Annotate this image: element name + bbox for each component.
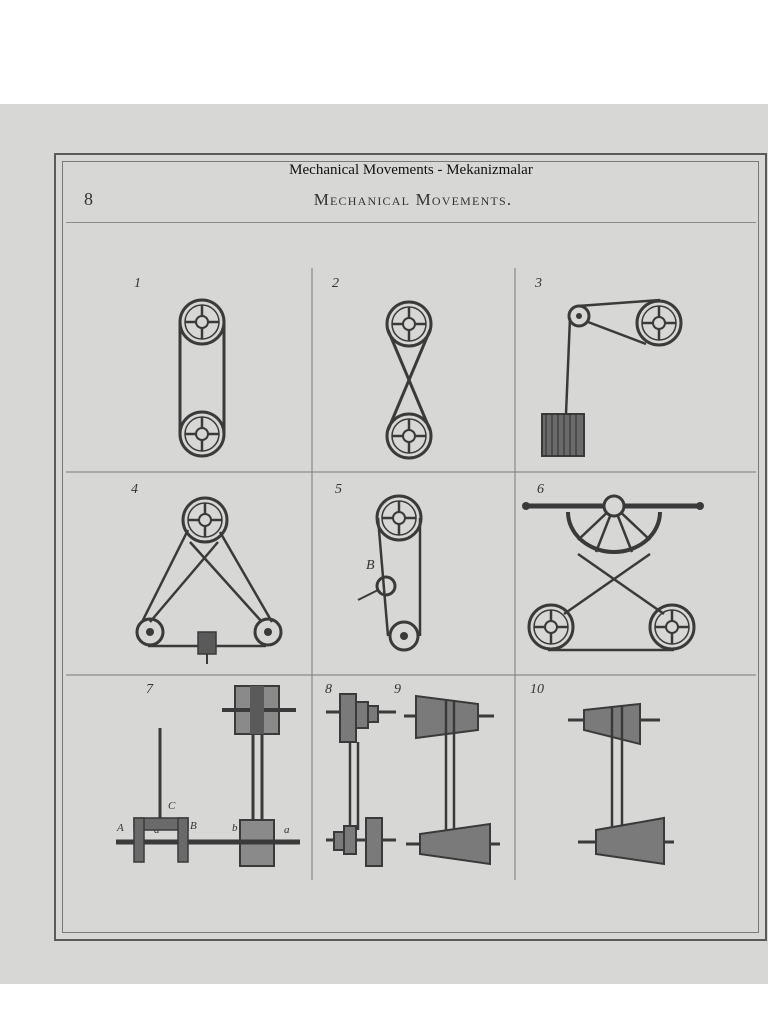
figure-6-flywheel <box>522 494 704 652</box>
figure-number-1: 1 <box>134 276 141 291</box>
figure-number-8: 8 <box>325 682 332 697</box>
banner-title: Mechanical Movements - Mekanizmalar <box>289 162 533 178</box>
figure-9-cone-pulleys <box>404 694 500 866</box>
figure-number-9: 9 <box>394 682 401 697</box>
page-number: 8 <box>84 189 93 209</box>
figure-10-cone-pulleys <box>568 702 674 866</box>
figure-number-2: 2 <box>332 276 339 291</box>
grid-lines <box>66 268 756 880</box>
figure-number-7: 7 <box>146 682 153 697</box>
figure-1-open-belt <box>178 298 226 458</box>
figure-7-drum-fork <box>116 685 300 867</box>
figure-2-crossed-belt <box>385 300 433 460</box>
plate-border-outer <box>54 153 767 941</box>
figure-number-3: 3 <box>535 276 542 291</box>
figure-8-stepped-pulleys <box>326 693 396 867</box>
figure-3-pulley-weight <box>541 298 683 457</box>
label-fig7-a-upper: A <box>117 822 124 834</box>
header-rule <box>66 222 756 223</box>
label-fig5-b: B <box>366 558 375 573</box>
figure-5-belt-tightener <box>357 494 423 652</box>
figure-number-5: 5 <box>335 482 342 497</box>
figure-number-4: 4 <box>131 482 138 497</box>
label-fig7-b-upper: B <box>190 820 197 832</box>
label-fig7-a-right: a <box>284 824 290 836</box>
plate-border-inner <box>62 161 759 933</box>
figure-number-10: 10 <box>530 682 544 697</box>
running-head: Mechanical Movements. <box>313 190 513 209</box>
label-fig7-b-lower: b <box>232 822 238 834</box>
label-fig7-c: C <box>168 800 176 812</box>
figure-4-three-pulleys <box>135 496 283 664</box>
figure-number-6: 6 <box>537 482 544 497</box>
